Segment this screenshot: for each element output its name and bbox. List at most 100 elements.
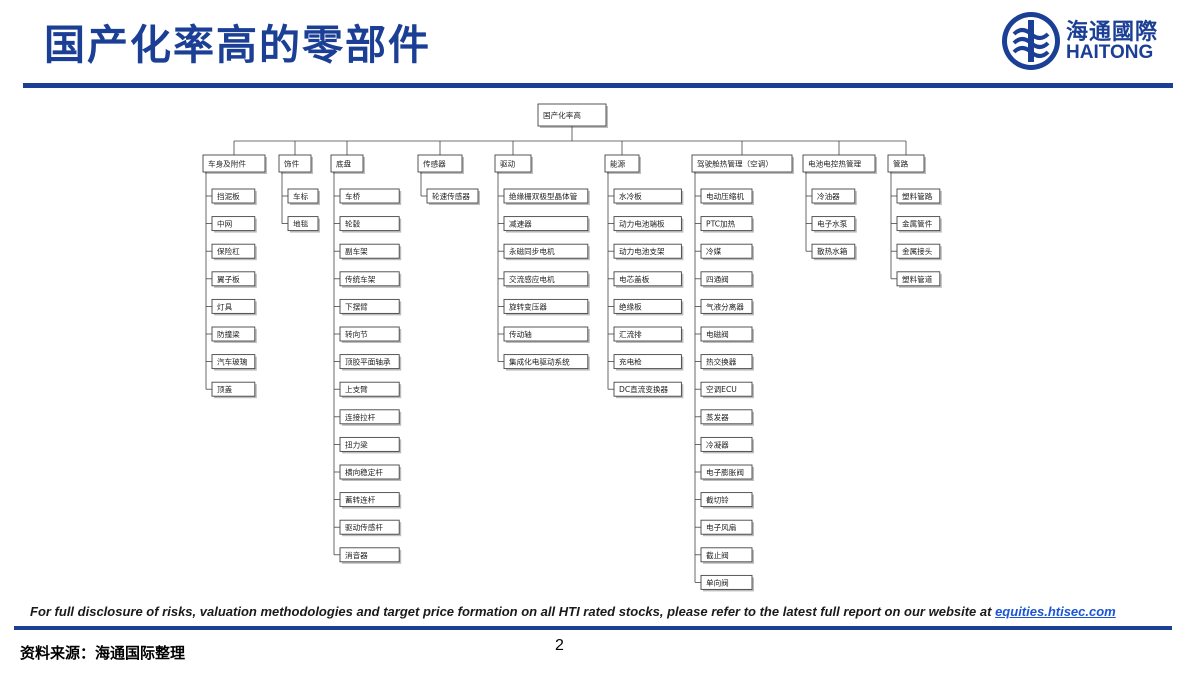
item-node: 防撞梁 (211, 326, 256, 342)
category-node: 传感器 (417, 154, 463, 173)
item-node-label: 灯具 (217, 301, 233, 311)
item-node: 充电枪 (613, 354, 682, 370)
category-node: 驱动 (494, 154, 532, 173)
item-node-label: 电动压缩机 (706, 191, 744, 201)
category-node: 电池电控热管理 (802, 154, 876, 173)
item-node-label: 挡泥板 (217, 191, 240, 201)
item-node: 传统车架 (339, 271, 400, 287)
item-node: 截止阀 (700, 547, 753, 563)
item-node-label: 金属管件 (902, 219, 933, 229)
item-node: 绝缘栅双极型晶体管 (503, 188, 589, 204)
item-node-label: 汽车玻璃 (217, 357, 248, 367)
item-node-label: 绝缘板 (619, 301, 642, 311)
item-node-label: 轮速传感器 (432, 191, 470, 201)
item-node: 顶盖 (211, 381, 256, 397)
item-node-label: 气液分离器 (706, 301, 744, 311)
item-node-label: 车标 (293, 191, 309, 201)
header-divider (23, 83, 1173, 88)
item-node: 集成化电驱动系统 (503, 354, 589, 370)
item-node: 四通阀 (700, 271, 753, 287)
item-node: 中网 (211, 216, 256, 232)
disclosure-notice: For full disclosure of risks, valuation … (30, 604, 1170, 619)
category-node-label: 饰件 (284, 159, 300, 169)
category-node-label: 能源 (610, 159, 626, 169)
item-node-label: 轮毂 (345, 219, 361, 229)
item-node-label: 地毯 (293, 219, 309, 229)
item-node-label: 扭力梁 (345, 439, 368, 449)
item-node: DC直流变换器 (613, 381, 682, 397)
item-node-label: 截止阀 (706, 550, 729, 560)
item-node-label: 顶盖 (217, 384, 233, 394)
website-link[interactable]: equities.htisec.com (995, 604, 1116, 619)
item-node-label: 电子膨胀阀 (706, 467, 744, 477)
category-node-label: 驾驶舱热管理（空调） (697, 159, 773, 169)
logo-english-text: HAITONG (1066, 42, 1154, 63)
item-node: 减速器 (503, 216, 589, 232)
page-number: 2 (555, 637, 564, 654)
category-node: 车身及附件 (202, 154, 266, 173)
category-node: 驾驶舱热管理（空调） (691, 154, 793, 173)
category-node: 能源 (604, 154, 640, 173)
item-node-label: 上支臂 (345, 384, 368, 394)
category-node-label: 电池电控热管理 (808, 159, 862, 169)
item-node: 塑料管道 (896, 271, 941, 287)
item-node: 交流感应电机 (503, 271, 589, 287)
item-node-label: 防撞梁 (217, 329, 240, 339)
item-node-label: 热交换器 (706, 357, 737, 367)
category-node: 管路 (887, 154, 925, 173)
item-node-label: 保险杠 (217, 246, 240, 256)
item-node: 地毯 (287, 216, 319, 232)
item-node-label: 交流感应电机 (509, 274, 555, 284)
item-node: 旋转变压器 (503, 298, 589, 314)
item-node-label: 动力电池端板 (619, 219, 665, 229)
item-node: 下摆臂 (339, 298, 400, 314)
item-node: 散热水箱 (811, 243, 856, 259)
item-node: 金属管件 (896, 216, 941, 232)
item-node-label: 车桥 (345, 191, 361, 201)
item-node: 蓄转连杆 (339, 492, 400, 508)
item-node-label: 传动轴 (509, 329, 532, 339)
item-node: PTC加热 (700, 216, 753, 232)
item-node: 副车架 (339, 243, 400, 259)
item-node-label: 副车架 (345, 246, 368, 256)
item-node-label: 空调ECU (706, 384, 737, 394)
item-node-label: 单向阀 (706, 577, 729, 587)
item-node: 冷媒 (700, 243, 753, 259)
item-node-label: 蓄转连杆 (345, 495, 376, 505)
item-node-label: 集成化电驱动系统 (509, 357, 570, 367)
item-node-label: 绝缘栅双极型晶体管 (509, 191, 578, 201)
item-node: 电磁阀 (700, 326, 753, 342)
item-node: 蒸发器 (700, 409, 753, 425)
item-node: 灯具 (211, 298, 256, 314)
item-node: 单向阀 (700, 574, 753, 590)
category-node: 底盘 (330, 154, 364, 173)
item-node: 传动轴 (503, 326, 589, 342)
item-node: 消音器 (339, 547, 400, 563)
item-node: 挡泥板 (211, 188, 256, 204)
logo-chinese-text: 海通國際 (1066, 20, 1159, 45)
category-node-label: 车身及附件 (208, 159, 246, 169)
item-node: 转向节 (339, 326, 400, 342)
item-node: 电子风扇 (700, 519, 753, 535)
item-node: 塑料管路 (896, 188, 941, 204)
item-node: 热交换器 (700, 354, 753, 370)
item-node: 电子膨胀阀 (700, 464, 753, 480)
item-node: 金属接头 (896, 243, 941, 259)
item-node-label: 驱动传感杆 (345, 522, 383, 532)
item-node-label: 传统车架 (345, 274, 376, 284)
item-node: 轮速传感器 (426, 188, 479, 204)
item-node-label: 永磁同步电机 (509, 246, 555, 256)
item-node-label: 冷凝器 (706, 439, 729, 449)
item-node: 动力电池端板 (613, 216, 682, 232)
item-node: 电子水泵 (811, 216, 856, 232)
item-node-label: 电磁阀 (706, 329, 729, 339)
haitong-logo: 海通國際 HAITONG (1000, 10, 1180, 72)
item-node: 冷油器 (811, 188, 856, 204)
item-node-label: 塑料管路 (902, 191, 933, 201)
item-node-label: 转向节 (345, 329, 368, 339)
category-node: 饰件 (278, 154, 312, 173)
item-node-label: 消音器 (345, 550, 368, 560)
item-node: 冷凝器 (700, 436, 753, 452)
item-node: 电芯盖板 (613, 271, 682, 287)
